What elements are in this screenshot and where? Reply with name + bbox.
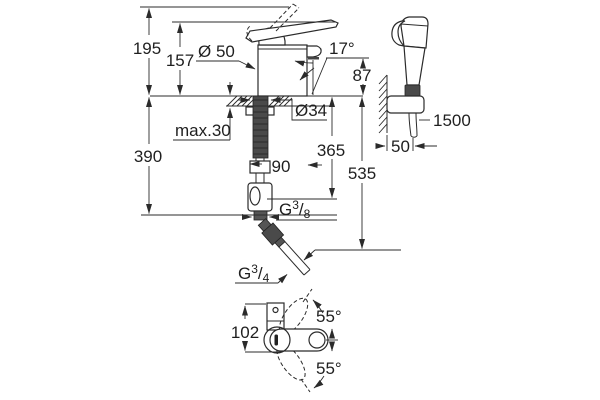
shower-hose-connection bbox=[257, 218, 311, 276]
dim-50: 50 bbox=[375, 135, 437, 156]
spout-circle bbox=[263, 326, 291, 354]
dim-1500: 1500 bbox=[419, 111, 471, 130]
g34-label: G3/4 bbox=[238, 262, 270, 285]
dim-535: 535 bbox=[303, 97, 401, 261]
dim-50-label: 50 bbox=[391, 137, 410, 156]
dia-34-label: Ø34 bbox=[295, 101, 327, 120]
dim-157-label: 157 bbox=[166, 51, 194, 70]
dim-195: 195 bbox=[133, 6, 289, 95]
wall bbox=[378, 74, 388, 134]
dim-365-label: 365 bbox=[317, 141, 345, 160]
dim-365: 365 bbox=[267, 97, 345, 200]
shower-body bbox=[403, 45, 426, 86]
coupling-nut bbox=[249, 160, 271, 174]
threaded-shank bbox=[252, 95, 269, 159]
dim-535-label: 535 bbox=[348, 164, 376, 183]
shower-head bbox=[400, 16, 429, 49]
dia-50-label: Ø 50 bbox=[198, 42, 235, 61]
lever-raised-dashed bbox=[269, 3, 300, 32]
spout bbox=[306, 45, 322, 58]
dim-90-label: 90 bbox=[272, 157, 291, 176]
dim-87: 87 bbox=[353, 58, 372, 95]
dim-102: 102 bbox=[231, 303, 282, 353]
lever-handle bbox=[245, 3, 339, 46]
handle-top-view bbox=[263, 288, 338, 393]
dim-87-label: 87 bbox=[353, 66, 372, 85]
angle-55-lower-label: 55° bbox=[316, 359, 342, 378]
shower-hose bbox=[408, 112, 418, 137]
dim-55-upper: 55° bbox=[312, 299, 342, 326]
faucet-body bbox=[257, 44, 322, 97]
dim-1500-label: 1500 bbox=[433, 111, 471, 130]
stream-angle: 17° bbox=[294, 39, 369, 95]
angle-17-label: 17° bbox=[329, 39, 355, 58]
mounting-shank bbox=[245, 95, 275, 221]
side-view-hand-shower: 1500 50 bbox=[375, 16, 471, 156]
max30-label: max.30 bbox=[175, 121, 231, 140]
dim-90: 90 bbox=[249, 157, 322, 176]
dim-dia34: Ø34 bbox=[238, 97, 327, 121]
dim-g38: G3/8 bbox=[242, 198, 337, 221]
dim-157: 157 bbox=[166, 21, 336, 95]
plate-hole bbox=[272, 306, 279, 314]
hand-shower bbox=[386, 16, 429, 138]
g38-outlet bbox=[253, 210, 268, 221]
dim-max30: max.30 bbox=[173, 82, 233, 141]
front-view: 17° 87 195 157 Ø 50 bbox=[133, 3, 401, 285]
dim-390-label: 390 bbox=[134, 147, 162, 166]
dim-55-lower: 55° bbox=[313, 359, 342, 389]
bottom-view: 55° 55° 102 bbox=[231, 288, 342, 393]
dim-195-label: 195 bbox=[133, 39, 161, 58]
shower-grip bbox=[404, 84, 421, 97]
dim-dia50: Ø 50 bbox=[196, 42, 256, 70]
dim-g34: G3/4 bbox=[235, 262, 288, 285]
g38-label: G3/8 bbox=[279, 198, 311, 221]
dim-390: 390 bbox=[134, 97, 337, 216]
aerator bbox=[308, 57, 319, 60]
escutcheon-plate bbox=[266, 302, 285, 331]
dim-102-label: 102 bbox=[231, 323, 259, 342]
angle-55-upper-label: 55° bbox=[316, 307, 342, 326]
wall-holder bbox=[386, 95, 425, 114]
